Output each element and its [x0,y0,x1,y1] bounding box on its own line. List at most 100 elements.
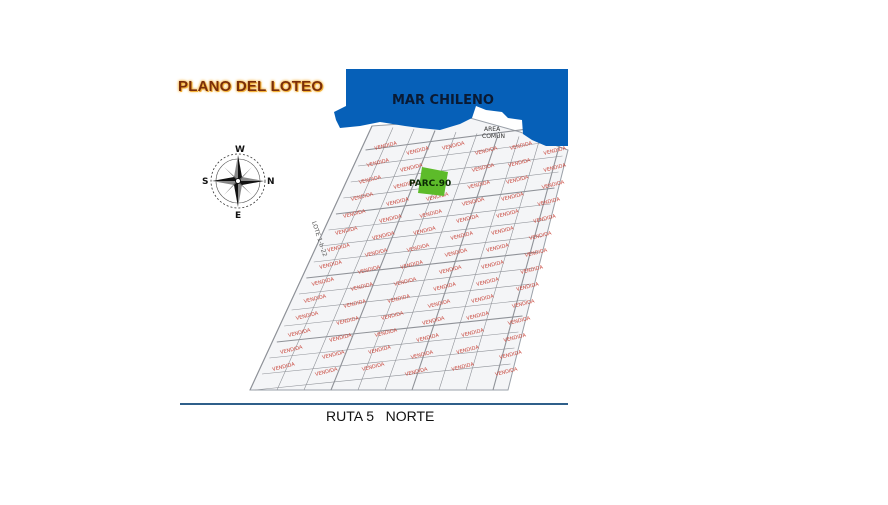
lot-boundary [328,203,551,231]
sold-stamp: VENDIDA [322,349,346,360]
lot-boundary [249,125,373,391]
lot-boundary [313,235,543,263]
sold-stamp: VENDIDA [471,162,495,173]
sold-stamp: VENDIDA [311,276,335,287]
sold-stamp: VENDIDA [288,327,312,338]
compass-e: E [235,211,241,221]
sold-stamp: VENDIDA [476,276,500,287]
sold-stamp: VENDIDA [541,179,565,190]
sold-stamp: VENDIDA [520,264,544,275]
sold-stamp: VENDIDA [413,225,437,236]
sold-stamp: VENDIDA [439,264,463,275]
lot-boundary [358,139,567,167]
lot-boundary [269,331,519,359]
lot-boundary [276,315,523,343]
sold-stamp: VENDIDA [456,213,480,224]
compass-w: W [235,145,245,155]
sold-stamp: VENDIDA [381,310,405,321]
lot-boundary [343,171,559,199]
lot-boundary [254,363,511,391]
sold-stamp: VENDIDA [416,332,440,343]
sold-stamp: VENDIDA [471,293,495,304]
parcel-label: PARC.90 [409,179,451,189]
sold-stamp: VENDIDA [406,242,430,253]
lot-boundary [438,136,520,391]
sold-stamp: VENDIDA [537,196,561,207]
common-area-label-2: COMÚN [482,133,505,140]
sold-stamp: VENDIDA [466,310,490,321]
lot-boundary [306,251,539,279]
lot-boundary [276,127,394,391]
sold-stamp: VENDIDA [327,242,351,253]
sold-stamp: VENDIDA [295,310,319,321]
lot-boundary [465,137,541,391]
sold-stamps: VENDIDA VENDIDA VENDIDA VENDIDA VENDIDA VENDI… [272,140,567,377]
lot-boundary [291,283,531,311]
sold-stamp: VENDIDA [503,332,527,343]
sold-stamp: VENDIDA [426,191,450,202]
sold-stamp: VENDIDA [319,259,343,270]
sold-stamp: VENDIDA [343,208,367,219]
sold-stamp: VENDIDA [372,230,396,241]
compass-rose: W E S N [202,145,275,221]
sold-stamp: VENDIDA [516,281,540,292]
sold-stamp: VENDIDA [450,230,474,241]
sold-stamp: VENDIDA [509,140,533,151]
sold-stamp: VENDIDA [386,196,410,207]
lot-grid [249,123,567,391]
sold-stamp: VENDIDA [280,344,304,355]
lot-boundary [298,267,535,295]
sold-stamp: VENDIDA [400,162,424,173]
sold-stamp: VENDIDA [336,315,360,326]
sold-stamp: VENDIDA [350,281,374,292]
sold-stamp: VENDIDA [499,349,523,360]
sold-stamp: VENDIDA [461,327,485,338]
sold-stamp: VENDIDA [506,174,530,185]
sold-stamp: VENDIDA [303,293,327,304]
sold-stamp: VENDIDA [410,349,434,360]
parcel-90[interactable] [418,167,448,196]
lot-boundary [492,139,562,391]
sold-stamp: VENDIDA [393,276,417,287]
lot-boundary [411,134,499,391]
compass-n: N [267,177,275,187]
lot-boundary [335,187,555,215]
lot-boundary [384,133,478,391]
sold-stamp: VENDIDA [361,361,385,372]
sold-stamp: VENDIDA [364,247,388,258]
sold-stamp: VENDIDA [543,145,567,156]
compass-needle-icon [212,155,264,207]
sold-stamp: VENDIDA [272,361,296,372]
lot-boundary [261,347,515,375]
sold-stamp: VENDIDA [456,344,480,355]
road-label: RUTA 5 NORTE [326,408,435,424]
sold-stamp: VENDIDA [400,259,424,270]
lot-boundary [303,128,415,391]
sold-stamp: VENDIDA [501,191,525,202]
sold-stamp: VENDIDA [419,208,443,219]
sold-stamp: VENDIDA [495,366,519,377]
sold-stamp: VENDIDA [433,281,457,292]
sold-stamp: VENDIDA [512,298,536,309]
sold-stamp: VENDIDA [427,298,451,309]
sold-stamp: VENDIDA [444,247,468,258]
sold-stamp: VENDIDA [406,145,430,156]
sold-stamp: VENDIDA [491,225,515,236]
sold-stamp: VENDIDA [451,361,475,372]
sold-stamp: VENDIDA [368,344,392,355]
sea-area [334,69,568,146]
sold-stamp: VENDIDA [543,162,567,173]
lot-boundary [321,219,547,247]
sold-stamp: VENDIDA [366,157,390,168]
sold-stamp: VENDIDA [358,174,382,185]
sold-stamp: VENDIDA [374,140,398,151]
sold-stamp: VENDIDA [387,293,411,304]
common-area-label: AREA [484,126,501,133]
sold-stamp: VENDIDA [496,208,520,219]
sold-stamp: VENDIDA [315,366,339,377]
sold-stamp: VENDIDA [379,213,403,224]
sold-stamp: VENDIDA [461,196,485,207]
sold-stamp: VENDIDA [422,315,446,326]
sold-stamp: VENDIDA [350,191,374,202]
